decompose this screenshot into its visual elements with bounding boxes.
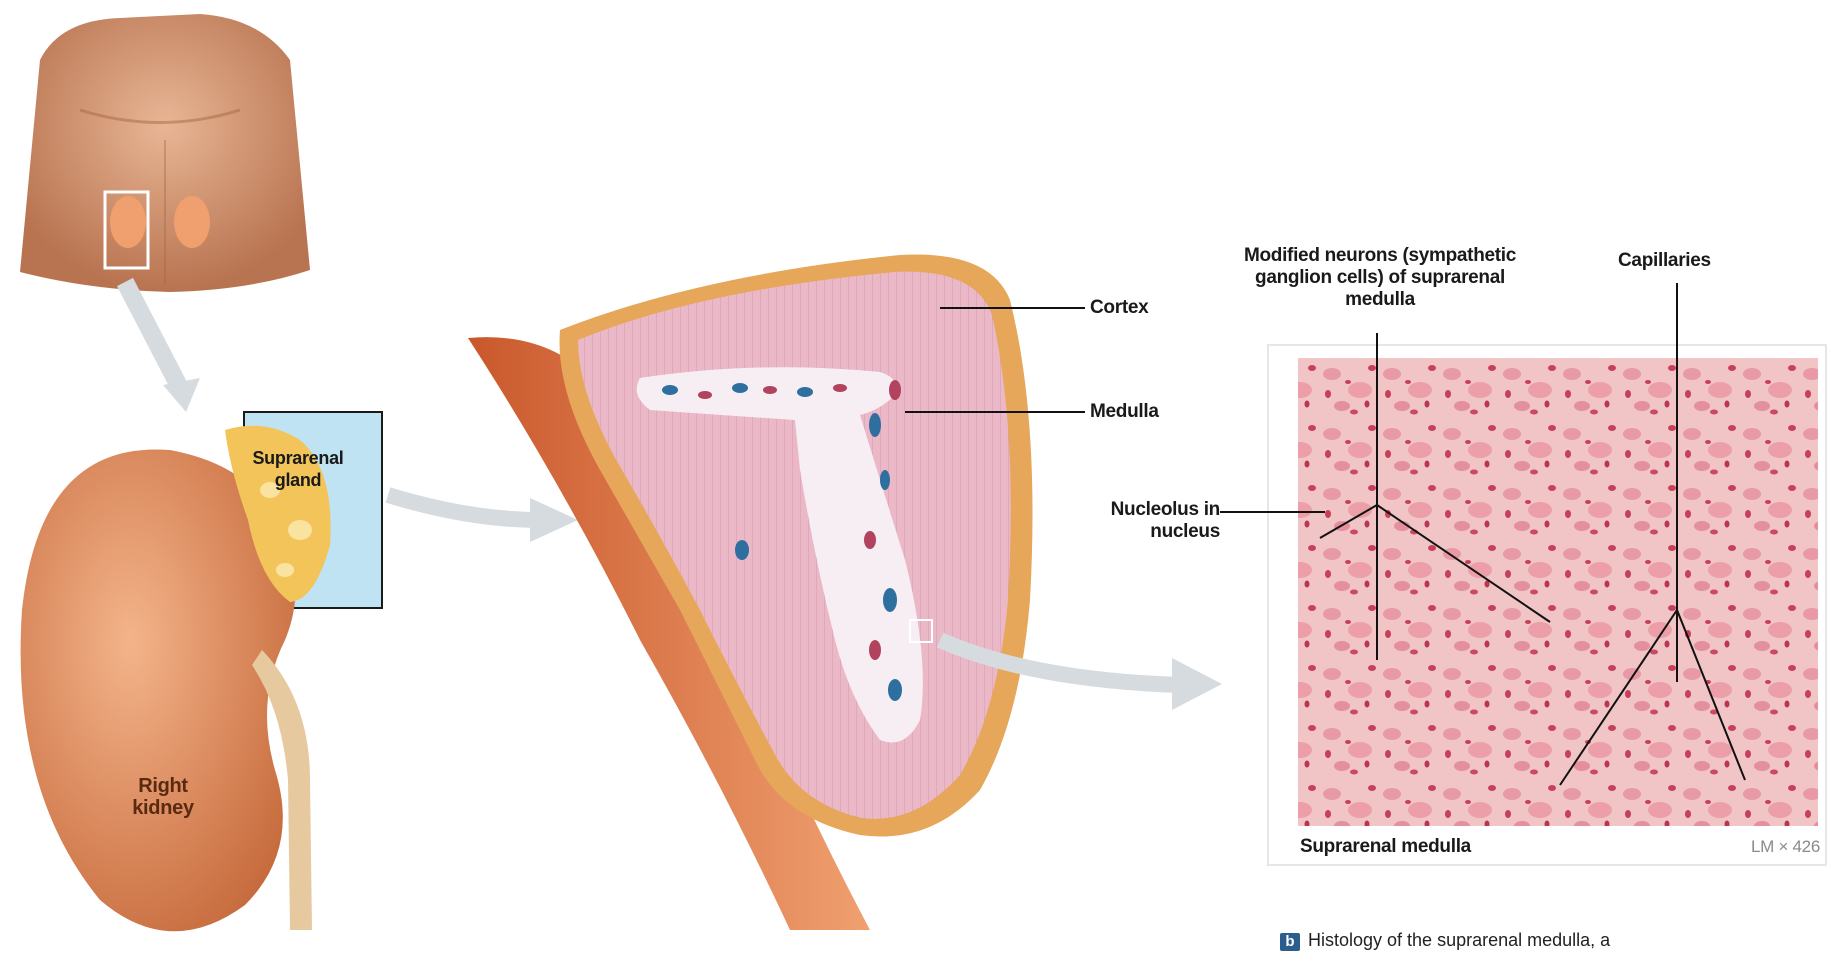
caption-text: Histology of the suprarenal medulla, a bbox=[1308, 930, 1610, 950]
caption-badge: b bbox=[1280, 933, 1300, 951]
figure-caption: b Histology of the suprarenal medulla, a bbox=[1280, 930, 1610, 951]
label-suprarenal-gland: Suprarenal gland bbox=[238, 447, 358, 491]
gland-cross-section bbox=[468, 255, 1033, 930]
label-nucleolus: Nucleolus in nucleus bbox=[1060, 499, 1220, 543]
arrow-torso-to-kidney bbox=[125, 282, 180, 388]
label-capillaries: Capillaries bbox=[1618, 250, 1711, 272]
arrow-kidney-to-section bbox=[388, 495, 540, 520]
label-modified-neurons: Modified neurons (sympathetic ganglion c… bbox=[1240, 245, 1520, 311]
micrograph-title: Suprarenal medulla bbox=[1300, 836, 1471, 858]
label-medulla: Medulla bbox=[1090, 401, 1159, 423]
label-cortex: Cortex bbox=[1090, 297, 1148, 319]
micrograph-panel bbox=[1268, 345, 1826, 865]
label-right-kidney: Right kidney bbox=[118, 775, 208, 819]
micrograph-magnification: LM × 426 bbox=[1700, 836, 1820, 858]
torso-illustration bbox=[20, 14, 310, 292]
